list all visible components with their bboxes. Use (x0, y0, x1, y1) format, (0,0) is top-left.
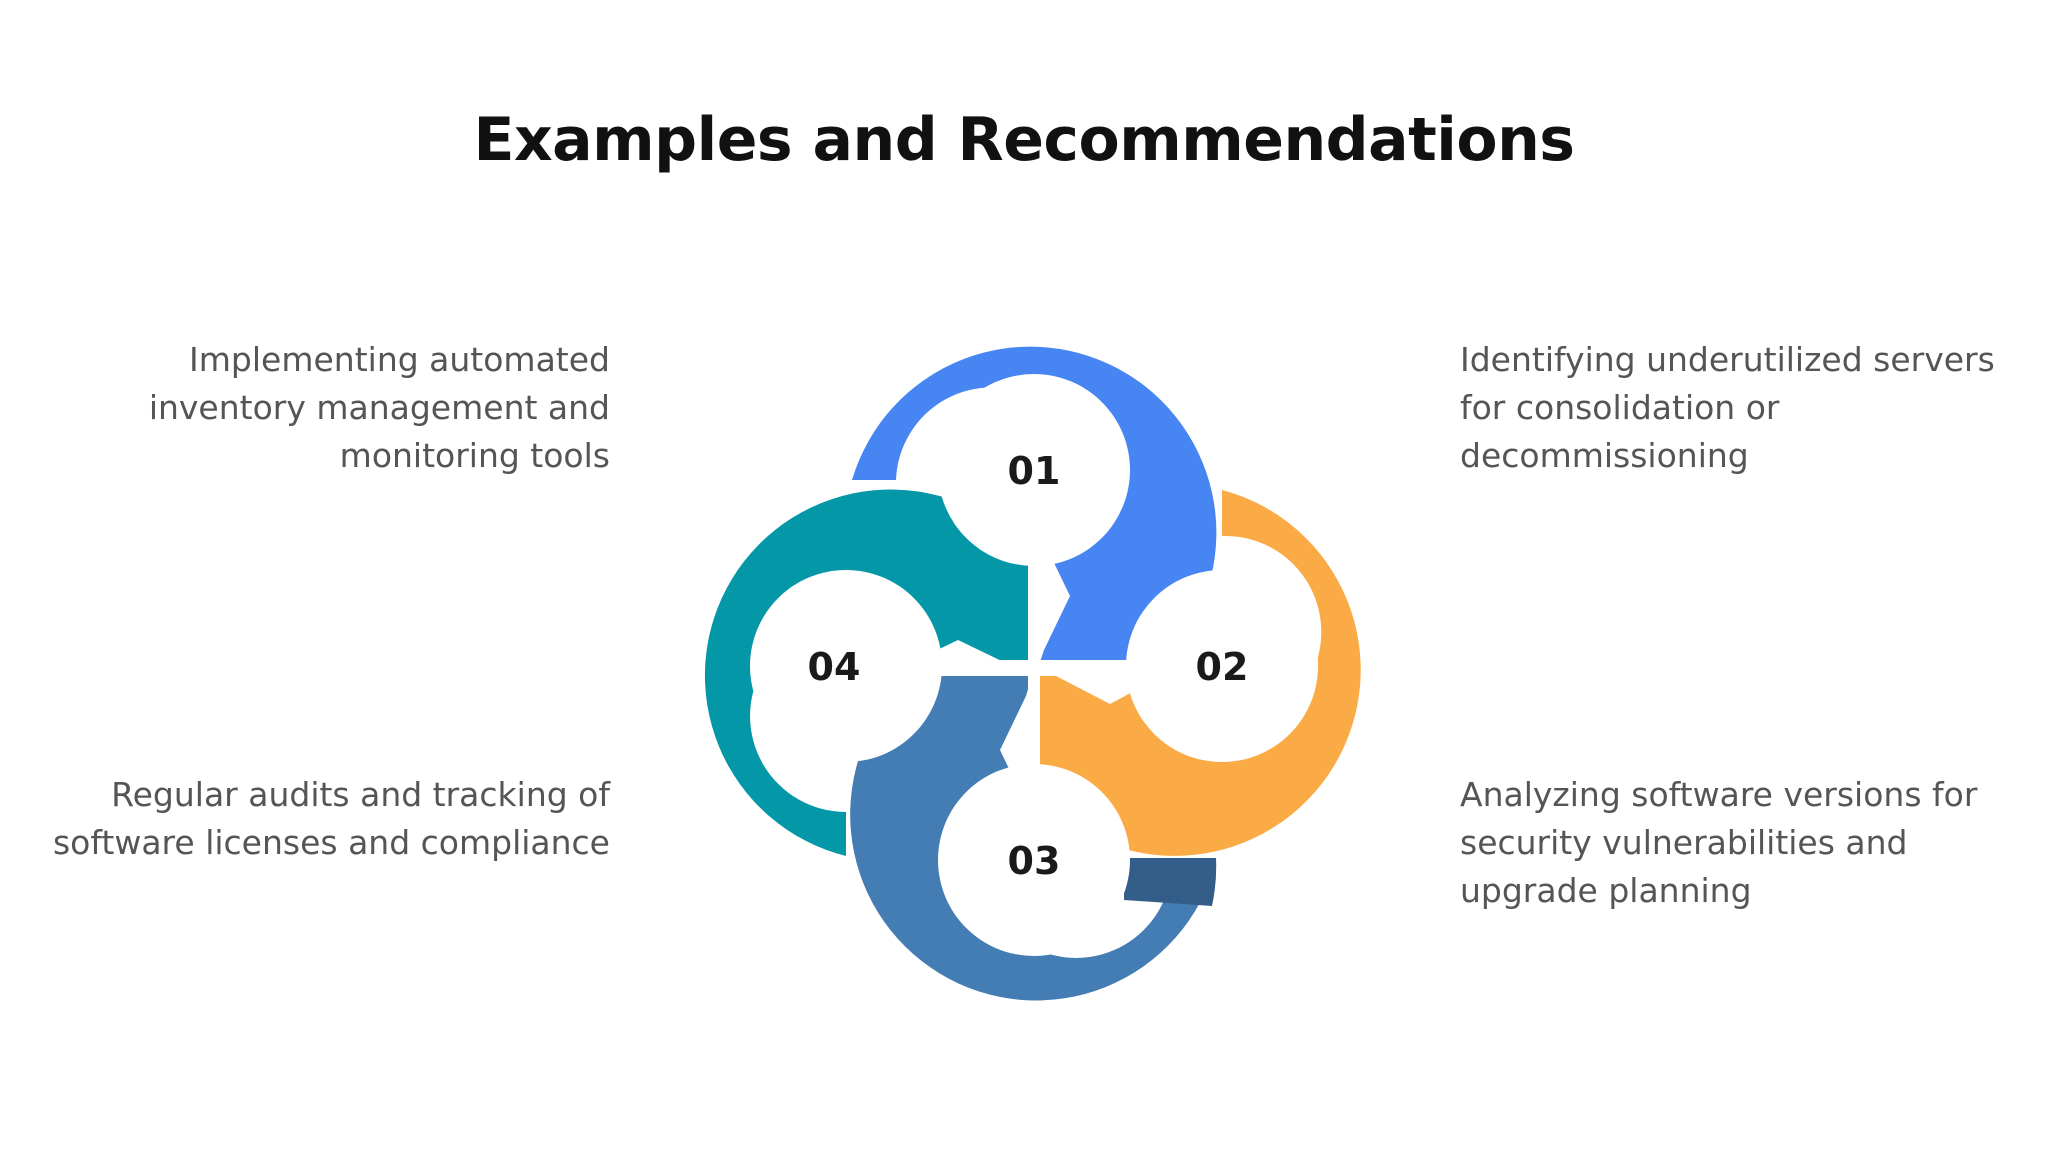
step-text-01: Implementing automated inventory managem… (148, 340, 610, 475)
ring-01 (852, 346, 1217, 668)
ring-02 (1038, 490, 1361, 856)
step-text-03: Analyzing software versions for security… (1460, 775, 1978, 910)
ring-04 (704, 489, 1030, 856)
ring-03-shade (1124, 858, 1217, 906)
step-number-02: 02 (1196, 645, 1249, 689)
page-title: Examples and Recommendations (473, 105, 1575, 175)
center-04 (750, 570, 942, 762)
cross-vertical (1028, 546, 1040, 800)
ring-03 (850, 676, 1216, 1001)
center-03 (938, 764, 1130, 956)
step-number-04: 04 (808, 645, 861, 689)
arrow-notch-04 (908, 656, 936, 676)
center-02 (1126, 570, 1318, 762)
step-number-03: 03 (1008, 839, 1061, 883)
center-01 (938, 374, 1130, 566)
step-text-04: Regular audits and tracking of software … (52, 775, 610, 862)
step-number-01: 01 (1008, 449, 1061, 493)
arrow-notch-02 (1132, 656, 1160, 676)
step-text-02: Identifying underutilized servers for co… (1460, 340, 1995, 475)
arrow-notch-01 (1024, 546, 1044, 576)
arrow-notch-03 (1024, 770, 1044, 800)
cross-horizontal (908, 660, 1160, 672)
